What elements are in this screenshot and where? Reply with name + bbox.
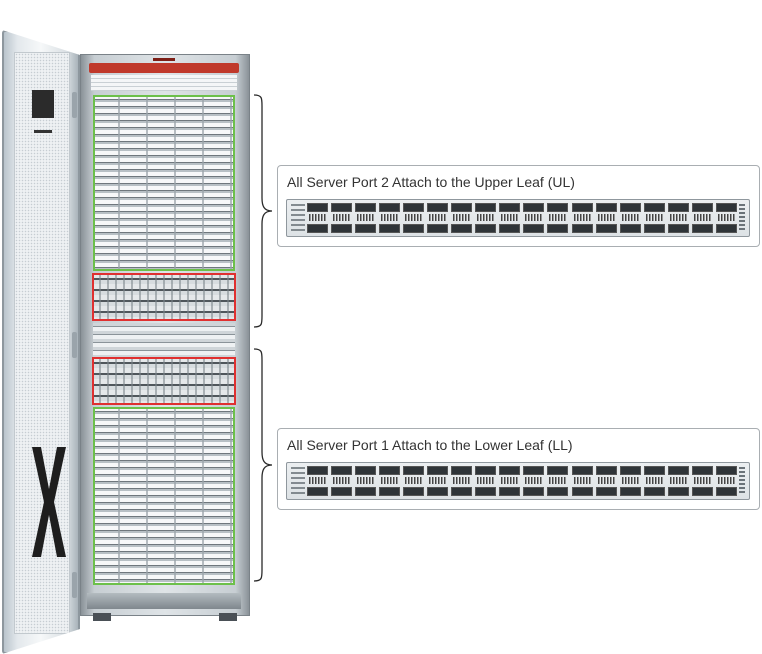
- rack-x-logo-icon: [32, 447, 66, 557]
- lower-storage-servers: [93, 357, 235, 405]
- upper-server-slots: [93, 95, 235, 271]
- switch-port-pair: [451, 466, 473, 496]
- switch-port-pair: [547, 466, 569, 496]
- rack-foot: [219, 613, 237, 621]
- switch-port-pair: [355, 466, 377, 496]
- door-perforated-panel: [14, 52, 70, 634]
- switch-port-pair: [523, 203, 545, 233]
- upper-leaf-callout: All Server Port 2 Attach to the Upper Le…: [277, 165, 760, 247]
- door-window: [32, 90, 54, 118]
- lower-curly-brace-icon: [253, 348, 273, 582]
- switch-port-pair: [691, 466, 713, 496]
- rack-base: [87, 593, 241, 609]
- switch-port-pair: [379, 203, 401, 233]
- switch-port-pair: [619, 203, 641, 233]
- switch-port-pair: [619, 466, 641, 496]
- switch-status-leds: [291, 467, 305, 495]
- switch-port-pair: [523, 466, 545, 496]
- switch-port-pair: [643, 203, 665, 233]
- switch-port-pair: [715, 466, 737, 496]
- switch-port-pair: [715, 203, 737, 233]
- switch-port-pair: [475, 466, 497, 496]
- switch-vent: [739, 204, 745, 232]
- door-hinge: [72, 92, 77, 118]
- switch-port-pair: [331, 203, 353, 233]
- upper-curly-brace-icon: [253, 94, 273, 328]
- lower-leaf-callout: All Server Port 1 Attach to the Lower Le…: [277, 428, 760, 510]
- rack-top-bar: [89, 63, 239, 73]
- switch-port-pair: [451, 203, 473, 233]
- switch-port-pair: [403, 203, 425, 233]
- rack-cabinet: [80, 54, 250, 621]
- lower-leaf-switch: [286, 462, 750, 500]
- switch-ports: [307, 203, 737, 233]
- switch-port-pair: [667, 203, 689, 233]
- switch-port-pair: [379, 466, 401, 496]
- rack-top-panel: [91, 75, 237, 91]
- switch-port-pair: [427, 466, 449, 496]
- switch-port-pair: [571, 203, 593, 233]
- rack-foot: [93, 613, 111, 621]
- switch-port-pair: [499, 203, 521, 233]
- switch-ports: [307, 466, 737, 496]
- switch-port-pair: [691, 203, 713, 233]
- switch-vent: [739, 467, 745, 495]
- switch-port-pair: [499, 466, 521, 496]
- switch-port-pair: [643, 466, 665, 496]
- switch-port-pair: [595, 203, 617, 233]
- switch-status-leds: [291, 204, 305, 232]
- upper-storage-servers-highlight: [92, 273, 236, 321]
- lower-server-slots: [93, 407, 235, 585]
- upper-leaf-switch: [286, 199, 750, 237]
- switch-port-pair: [667, 466, 689, 496]
- door-hinge: [72, 332, 77, 358]
- rack-door: [2, 30, 80, 654]
- upper-leaf-label: All Server Port 2 Attach to the Upper Le…: [287, 174, 575, 190]
- upper-database-servers-highlight: [93, 95, 235, 271]
- switch-port-pair: [403, 466, 425, 496]
- switch-port-pair: [571, 466, 593, 496]
- door-hinge: [72, 572, 77, 598]
- upper-storage-servers: [93, 273, 235, 321]
- lower-storage-servers-highlight: [92, 357, 236, 405]
- switch-port-pair: [355, 203, 377, 233]
- switch-port-pair: [427, 203, 449, 233]
- lower-database-servers-highlight: [93, 407, 235, 585]
- switch-port-pair: [307, 466, 328, 496]
- switch-port-pair: [475, 203, 497, 233]
- lower-leaf-label: All Server Port 1 Attach to the Lower Le…: [287, 437, 573, 453]
- rack-logo: [89, 55, 239, 63]
- leaf-switch-area: [93, 323, 235, 359]
- switch-port-pair: [595, 466, 617, 496]
- door-handle: [34, 130, 52, 133]
- switch-port-pair: [331, 466, 353, 496]
- switch-port-pair: [307, 203, 328, 233]
- switch-port-pair: [547, 203, 569, 233]
